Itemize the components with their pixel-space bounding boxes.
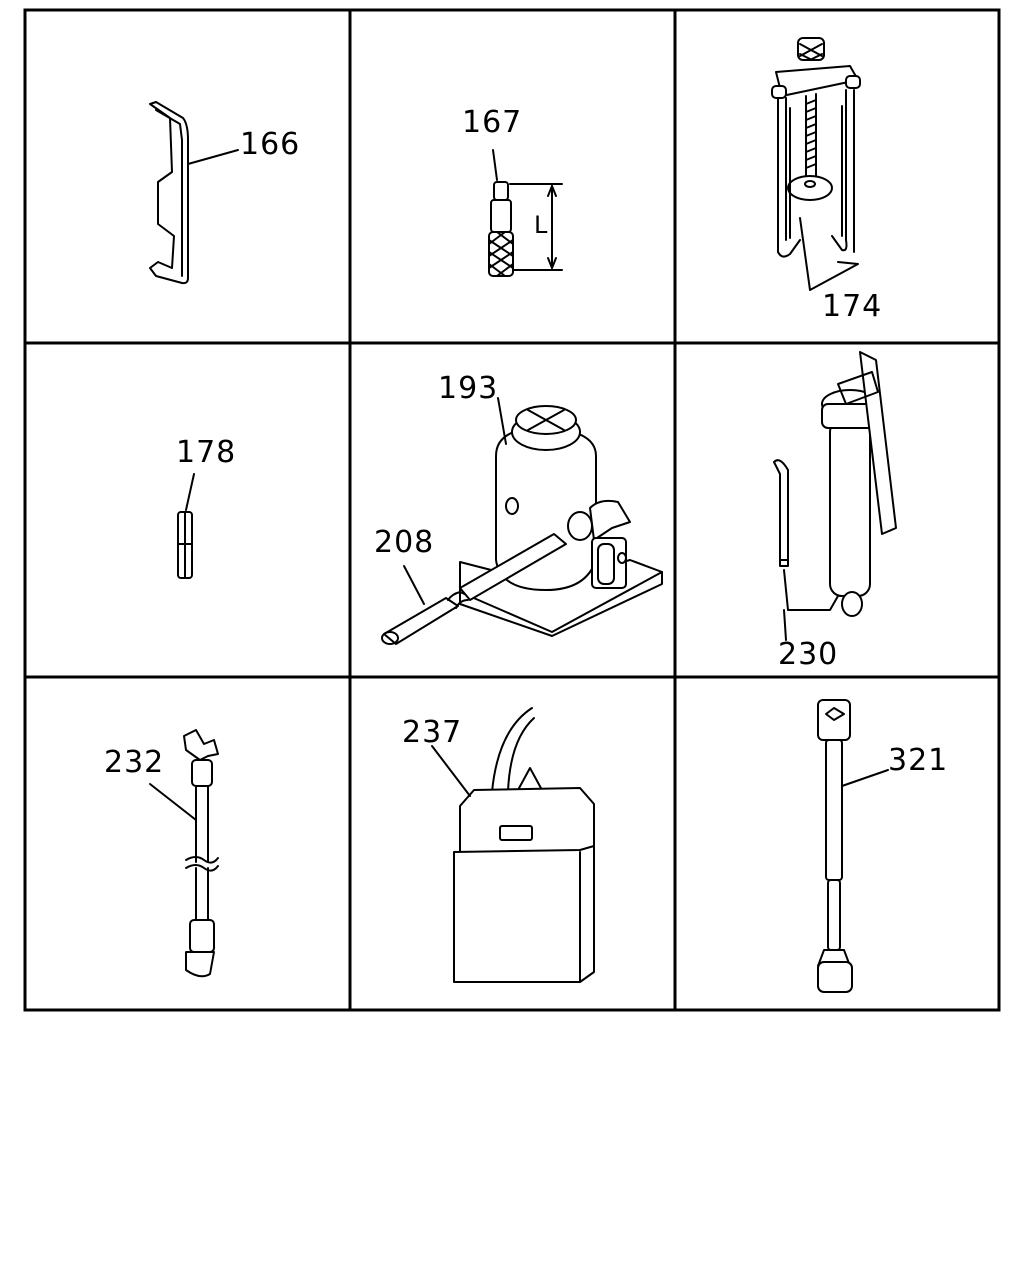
extension-hose-icon xyxy=(149,729,219,978)
jack-handle-icon xyxy=(381,533,567,645)
extension-bar-icon xyxy=(817,699,889,993)
part-number-321: 321 xyxy=(888,743,949,778)
tool-bag-icon xyxy=(431,707,595,983)
part-number-232: 232 xyxy=(104,745,165,780)
part-number-174: 174 xyxy=(822,289,883,324)
part-number-237: 237 xyxy=(402,715,463,750)
dowel-pin-icon xyxy=(177,473,195,579)
puller-icon xyxy=(771,37,861,291)
dimension-label: L xyxy=(534,211,548,239)
part-number-208: 208 xyxy=(374,525,435,560)
hook-spanner-icon xyxy=(149,101,239,285)
grid-frame xyxy=(23,8,1001,1012)
part-number-193: 193 xyxy=(438,371,499,406)
part-number-167: 167 xyxy=(462,105,523,140)
bottle-jack-icon xyxy=(459,397,663,637)
part-number-178: 178 xyxy=(176,435,237,470)
part-number-230: 230 xyxy=(778,637,839,672)
pin-tool-icon xyxy=(488,149,563,277)
leader-lines xyxy=(783,609,787,641)
grease-gun-icon xyxy=(773,351,897,617)
part-number-166: 166 xyxy=(240,127,301,162)
